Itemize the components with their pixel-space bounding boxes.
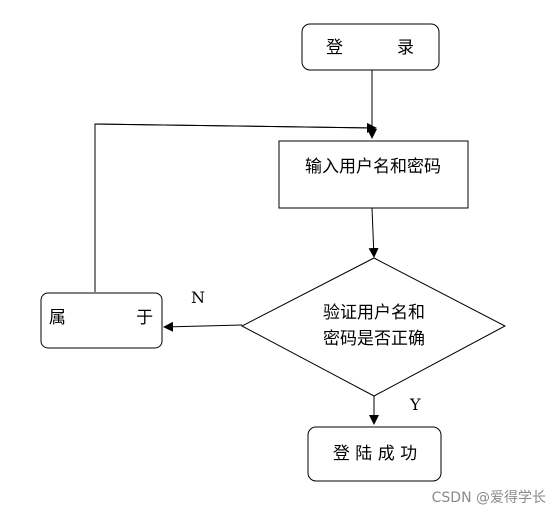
arrow-verify-no [163, 321, 243, 332]
verify-label-line2: 密码是否正确 [323, 329, 425, 349]
login-success-box [307, 426, 442, 482]
input-credentials-node: 输入用户名和密码 [278, 140, 469, 209]
input-credentials-label: 输入用户名和密码 [305, 157, 441, 177]
input-credentials-box [278, 140, 469, 209]
login-label: 登 录 [326, 38, 414, 58]
verify-label-line1: 验证用户名和 [323, 303, 425, 323]
verify-decision-node: 验证用户名和 密码是否正确 [240, 257, 507, 397]
login-node: 登 录 [301, 23, 440, 71]
login-box [301, 23, 440, 71]
no-branch-label: N [191, 288, 205, 307]
arrow-input-to-verify [368, 207, 379, 258]
belongs-node: 属 于 [40, 292, 163, 349]
login-success-label: 登 陆 成 功 [333, 444, 417, 464]
login-success-node: 登 陆 成 功 [307, 426, 442, 482]
watermark: CSDN @爱得学长 [431, 490, 546, 506]
belongs-box [40, 292, 163, 349]
belongs-label: 属 于 [49, 308, 153, 328]
verify-diamond [240, 257, 507, 397]
yes-branch-label: Y [409, 395, 421, 414]
loop-back-arrow-tick [94, 122, 377, 133]
